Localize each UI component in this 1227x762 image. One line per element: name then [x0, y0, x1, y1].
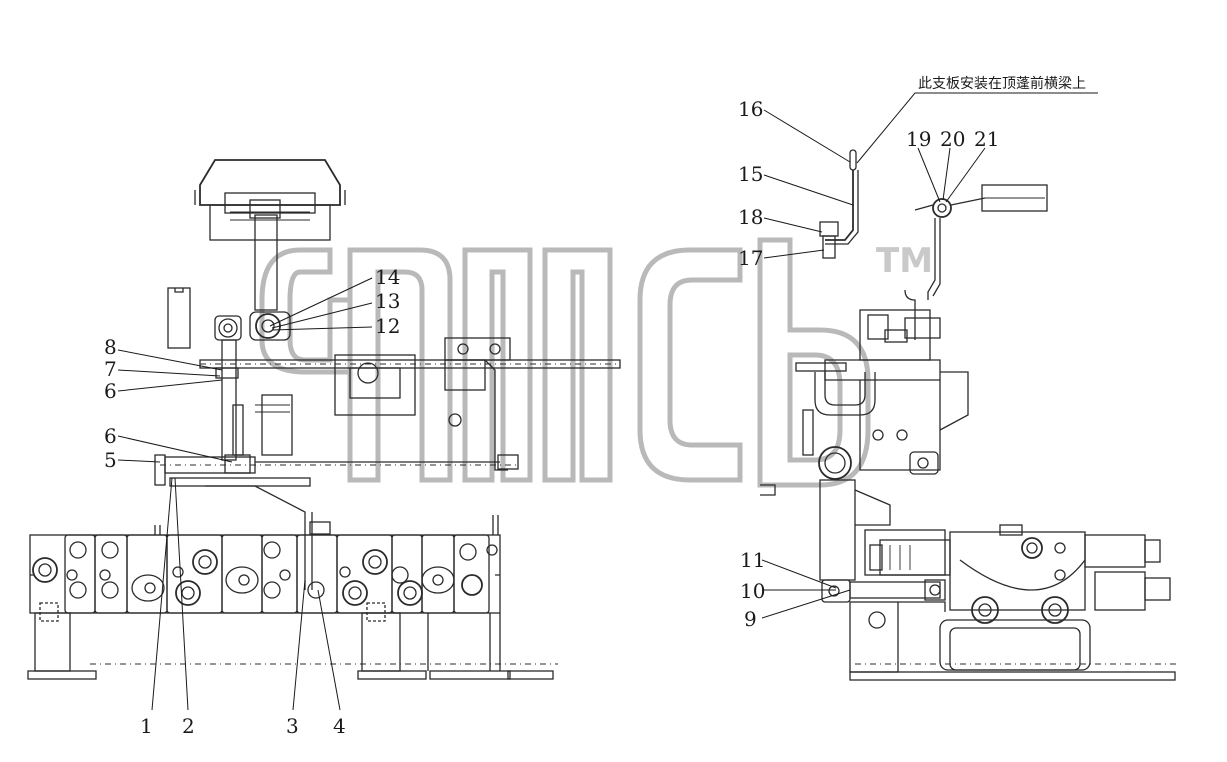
left-assembly-view — [27, 159, 621, 680]
right-assembly-view — [760, 149, 1180, 681]
callout-3: 3 — [286, 714, 299, 738]
callout-17: 17 — [738, 246, 763, 270]
callout-labels: 1 2 3 4 5 6 6 7 8 9 10 11 12 13 14 15 16… — [104, 75, 1086, 738]
callout-13: 13 — [375, 289, 400, 313]
callout-16: 16 — [738, 97, 763, 121]
callout-18: 18 — [738, 205, 763, 229]
callout-1: 1 — [140, 714, 153, 738]
callout-15: 15 — [738, 162, 763, 186]
callout-11: 11 — [740, 548, 765, 572]
callout-6-lower: 6 — [104, 424, 117, 448]
callout-14: 14 — [375, 265, 400, 289]
callout-4: 4 — [333, 714, 346, 738]
watermark-trademark: TM — [876, 241, 933, 281]
callout-5: 5 — [104, 448, 117, 472]
callout-10: 10 — [740, 579, 765, 603]
callout-9: 9 — [744, 607, 757, 631]
leader-lines — [117, 92, 1098, 711]
callout-7: 7 — [104, 357, 117, 381]
callout-19: 19 — [906, 127, 931, 151]
callout-6-upper: 6 — [104, 379, 117, 403]
callout-20: 20 — [940, 127, 965, 151]
mounting-note: 此支板安装在顶蓬前横梁上 — [918, 75, 1086, 92]
callout-2: 2 — [182, 714, 195, 738]
callout-12: 12 — [375, 314, 400, 338]
callout-8: 8 — [104, 335, 117, 359]
callout-21: 21 — [974, 127, 999, 151]
